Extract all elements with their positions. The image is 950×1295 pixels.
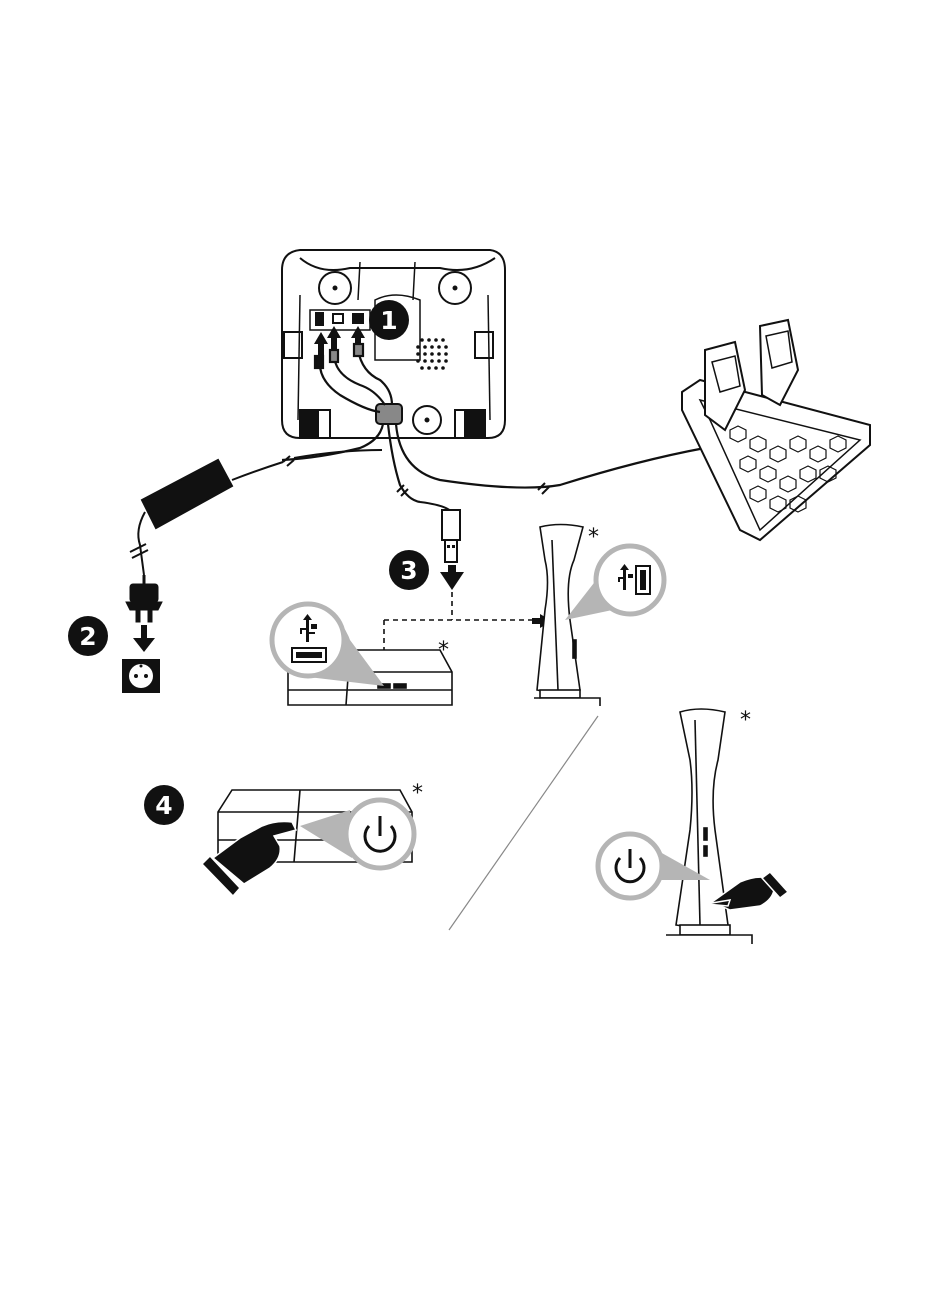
step-3-number: 3 — [400, 556, 417, 585]
step-2-number: 2 — [79, 622, 96, 651]
divider-line — [449, 716, 598, 930]
footnote-marker-ps4-power: * — [412, 781, 423, 806]
step-2-badge: 2 — [68, 616, 108, 656]
wall-socket-icon — [122, 659, 160, 693]
step-4-badge: 4 — [144, 785, 184, 825]
footnote-marker-ps5-power: * — [740, 708, 751, 733]
step-3-badge: 3 — [389, 550, 429, 590]
step-1-number: 1 — [380, 306, 397, 335]
power-plug — [126, 575, 162, 622]
ps5-console-step3 — [534, 525, 600, 707]
footnote-marker-ps5-usb: * — [588, 525, 599, 550]
usb-cable — [397, 483, 549, 562]
power-adapter — [130, 450, 382, 575]
plug-down-arrow — [133, 625, 155, 652]
usb-down-arrow — [440, 565, 464, 590]
pedal-set — [682, 320, 870, 540]
usb-port-callout-ps5 — [565, 546, 664, 620]
footnote-marker-ps4-usb: * — [438, 638, 449, 663]
step-4-number: 4 — [155, 791, 172, 820]
step-1-badge: 1 — [369, 300, 409, 340]
